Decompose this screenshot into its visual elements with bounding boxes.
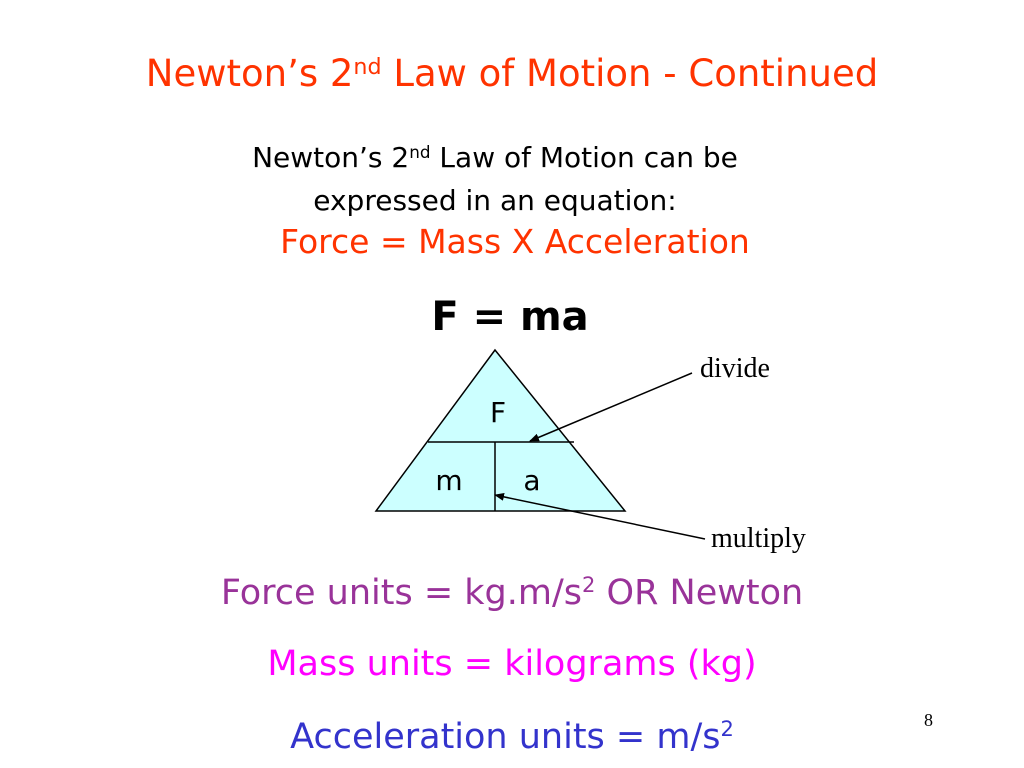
triangle-top-label: F [490,396,506,429]
triangle-bottom-right-label: a [523,464,540,497]
slide-title: Newton’s 2nd Law of Motion - Continued [145,52,879,95]
force-units-line: Force units = kg.m/s2 OR Newton [220,573,804,613]
acceleration-units-line: Acceleration units = m/s2 [290,717,734,757]
multiply-label: multiply [711,523,806,554]
divide-arrow [529,372,693,442]
slide-number: 8 [924,710,933,730]
intro-text: Newton’s 2nd Law of Motion can be expres… [195,138,795,221]
intro-line-2: expressed in an equation: [313,184,677,217]
multiply-arrow [494,492,706,540]
formula: F = ma [431,294,589,340]
word-equation: Force = Mass X Acceleration [280,222,750,261]
mass-units-line: Mass units = kilograms (kg) [267,644,757,684]
triangle-bottom-left-label: m [435,464,462,497]
triangle-shape [374,348,627,512]
intro-line-1: Newton’s 2nd Law of Motion can be [252,141,738,174]
divide-label: divide [700,353,770,384]
